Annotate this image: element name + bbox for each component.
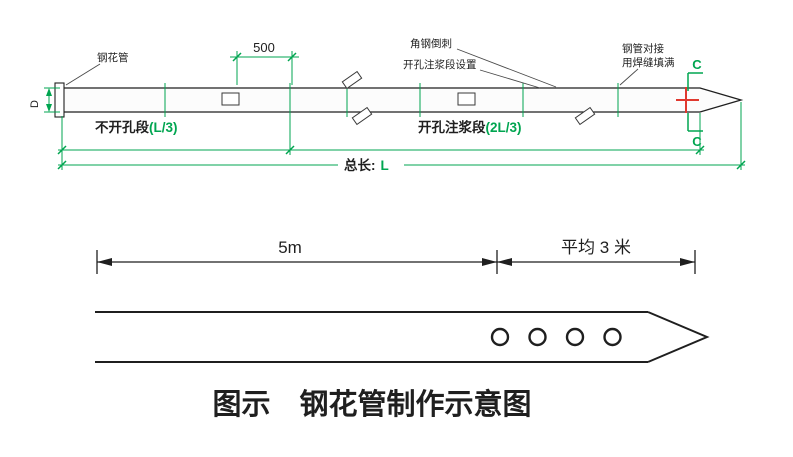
barb-box-2	[457, 92, 476, 106]
total-length-value: L	[381, 158, 389, 173]
barb-leader	[456, 48, 557, 88]
barb-tilted-2	[351, 106, 373, 126]
upper-cad-drawing: D 500 钢花管 角钢倒刺 开孔注浆段设置 钢管对接 用焊缝填满	[29, 37, 746, 173]
segment-dimension-row	[57, 102, 742, 170]
pipe-name-label: 钢花管	[97, 51, 129, 64]
diameter-label: D	[29, 100, 41, 108]
dim-500: 500	[230, 40, 299, 85]
barb-label: 角钢倒刺	[410, 37, 452, 50]
total-length-label: 总长: L	[344, 157, 389, 173]
lower-schematic: 5m 平均 3 米 图示 钢花管制作示意图	[95, 238, 710, 421]
section-c-top: C	[692, 57, 702, 72]
lower-pipe-profile	[95, 311, 710, 363]
grout-hole	[528, 327, 547, 347]
grout-segment-value: (2L/3)	[486, 120, 522, 135]
total-length-dimension-row: 总长: L	[57, 157, 746, 173]
barb-tilted-3	[574, 106, 596, 126]
grout-hole	[565, 327, 585, 347]
grout-segment-label: 开孔注浆段(2L/3)	[418, 119, 522, 135]
barb-markers	[221, 70, 596, 126]
pipe-tip	[647, 311, 710, 363]
no-hole-segment-label: 不开孔段(L/3)	[95, 119, 178, 135]
pipe-left-cap	[54, 82, 65, 118]
dim-avg-3m-label: 平均 3 米	[561, 238, 631, 257]
pipe-outline	[61, 87, 744, 113]
total-length-text: 总长:	[344, 157, 376, 173]
barb-box-1	[221, 92, 240, 106]
figure-caption: 图示 钢花管制作示意图	[212, 387, 531, 421]
section-c-bottom: C	[692, 134, 702, 149]
pipe-joint-lines	[164, 83, 619, 117]
no-hole-segment-text: 不开孔段	[95, 119, 149, 135]
hole-setting-label: 开孔注浆段设置	[403, 58, 477, 71]
weld-note-line1: 钢管对接	[622, 42, 664, 55]
dim-5m-label: 5m	[278, 238, 302, 257]
pipe-name-leader	[65, 63, 101, 86]
barb-tilted-1	[341, 70, 363, 90]
lower-dimension: 5m 平均 3 米	[96, 238, 696, 274]
no-hole-segment-value: (L/3)	[149, 120, 178, 135]
weld-note-leader	[619, 68, 639, 86]
grout-segment-text: 开孔注浆段	[418, 119, 486, 135]
weld-note-line2: 用焊缝填满	[622, 56, 675, 69]
grout-holes	[490, 327, 622, 347]
grout-hole	[490, 327, 510, 347]
diameter-dimension: D	[29, 87, 60, 113]
dim-500-label: 500	[253, 40, 275, 55]
grout-hole	[603, 327, 622, 347]
hole-setting-leader	[479, 69, 541, 89]
